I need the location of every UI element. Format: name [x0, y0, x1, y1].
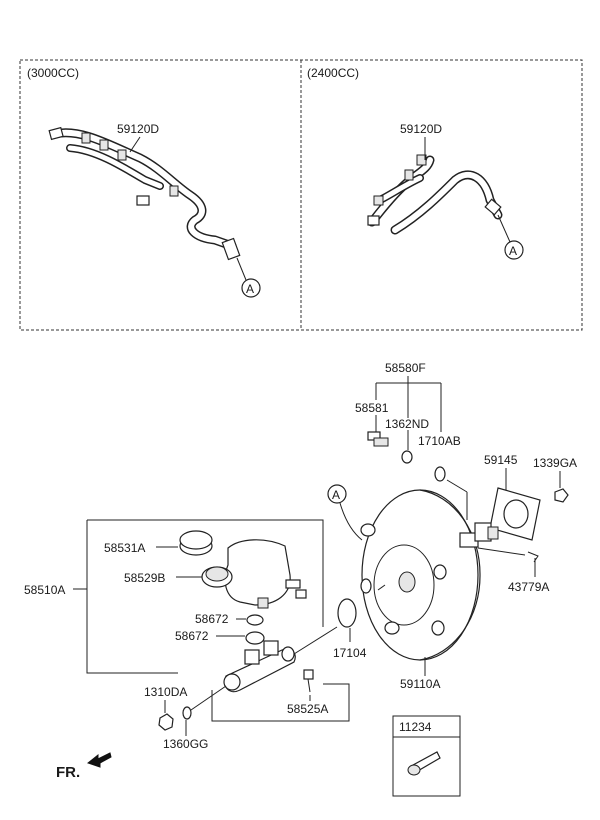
front-direction-label: FR.	[56, 764, 80, 781]
part-label-58581: 58581	[355, 401, 389, 415]
bolt-icon[interactable]	[407, 751, 441, 776]
gasket-59145[interactable]	[489, 487, 541, 541]
circle-a-reference-icon: A	[241, 278, 261, 298]
svg-text:A: A	[332, 488, 340, 502]
part-label-58525a: 58525A	[287, 702, 328, 716]
part-label-59120d-2400cc: 59120D	[400, 122, 442, 136]
part-label-58580f: 58580F	[385, 361, 426, 375]
part-label-58529b: 58529B	[124, 571, 165, 585]
svg-text:A: A	[246, 282, 254, 296]
panel-header-3000cc: (3000CC)	[27, 66, 79, 80]
o-ring-17104[interactable]	[337, 598, 357, 628]
inset-box-11234: 11234	[392, 715, 461, 797]
vacuum-hose-3000cc[interactable]	[48, 126, 247, 281]
clip-1362nd[interactable]	[401, 450, 413, 464]
part-label-1362nd: 1362ND	[385, 417, 429, 431]
part-label-43779a: 43779A	[508, 580, 549, 594]
panel-header-2400cc: (2400CC)	[307, 66, 359, 80]
check-valve-fitting[interactable]	[367, 431, 389, 447]
fluid-reservoir-58529b[interactable]	[201, 539, 307, 609]
reservoir-cap-58531a[interactable]	[179, 530, 213, 556]
part-label-1710ab: 1710AB	[418, 434, 461, 448]
part-label-58672-lower: 58672	[175, 629, 209, 643]
brake-booster-59110a[interactable]	[360, 489, 526, 661]
part-label-1360gg: 1360GG	[163, 737, 208, 751]
washer-1360gg[interactable]	[182, 706, 192, 720]
part-label-59145: 59145	[484, 453, 518, 467]
reservoir-seal-58672-lower[interactable]	[245, 631, 265, 645]
grommet-1710ab[interactable]	[434, 466, 446, 482]
part-label-17104: 17104	[333, 646, 367, 660]
part-label-1310da: 1310DA	[144, 685, 187, 699]
circle-a-reference-icon: A	[327, 484, 347, 504]
reservoir-seal-58672-upper[interactable]	[246, 614, 264, 626]
svg-text:A: A	[509, 244, 517, 258]
leader-line	[129, 136, 141, 153]
retaining-clip-43779a[interactable]	[527, 551, 539, 563]
bolt-icon[interactable]	[303, 669, 314, 693]
part-label-58510a: 58510A	[24, 583, 65, 597]
part-label-1339ga: 1339GA	[533, 456, 577, 470]
part-label-58531a: 58531A	[104, 541, 145, 555]
part-label-58672-upper: 58672	[195, 612, 229, 626]
vacuum-hose-2400cc[interactable]	[367, 154, 511, 243]
master-cylinder-body[interactable]	[223, 626, 338, 693]
circle-a-reference-icon: A	[504, 240, 524, 260]
part-label-59120d-3000cc: 59120D	[117, 122, 159, 136]
nut-icon[interactable]	[158, 713, 174, 731]
part-label-59110a: 59110A	[400, 677, 440, 691]
nut-icon[interactable]	[554, 488, 569, 503]
part-label-11234: 11234	[399, 720, 432, 734]
fr-arrow-icon	[86, 752, 112, 768]
